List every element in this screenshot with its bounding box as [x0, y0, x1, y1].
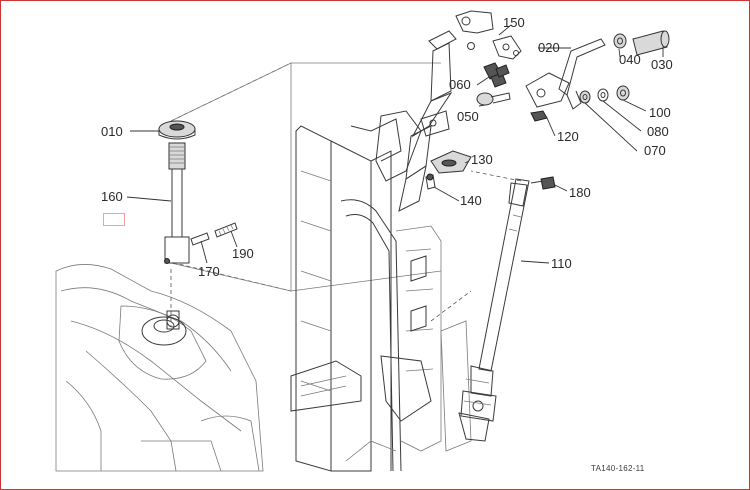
mounting-plate [170, 62, 442, 292]
part-labels: 010 020 030 040 050 060 070 080 100 110 … [101, 15, 673, 473]
part-130-plate [430, 150, 472, 174]
label-040: 040 [619, 52, 641, 67]
part-080-washer [597, 88, 609, 102]
part-160-shaft [164, 142, 190, 330]
part-040-nut [613, 33, 627, 49]
part-170-pin [190, 232, 210, 246]
steering-column [375, 10, 494, 212]
part-110-steering-shaft [458, 178, 530, 442]
steering-pedestal-frame [290, 118, 472, 472]
label-180: 180 [569, 185, 591, 200]
label-050: 050 [457, 109, 479, 124]
part-100-nut [616, 85, 630, 101]
label-030: 030 [651, 57, 673, 72]
part-010-bushing [158, 120, 196, 140]
label-110: 110 [551, 256, 572, 271]
selection-marker [103, 213, 125, 226]
part-020-lever [525, 38, 606, 110]
part-140-screw [425, 173, 436, 190]
label-120: 120 [557, 129, 579, 144]
part-070-washer [579, 90, 591, 104]
label-140: 140 [460, 193, 482, 208]
label-020: 020 [538, 40, 560, 55]
label-070: 070 [644, 143, 666, 158]
label-130: 130 [471, 152, 493, 167]
part-030-knob [632, 30, 670, 56]
part-050-bolt [476, 92, 511, 106]
label-190: 190 [232, 246, 254, 261]
part-150-bracket [492, 35, 522, 60]
label-100: 100 [649, 105, 671, 120]
label-160: 160 [101, 189, 123, 204]
label-080: 080 [647, 124, 669, 139]
label-170: 170 [198, 264, 220, 279]
transmission-housing [55, 264, 264, 472]
part-060-nuts [483, 62, 510, 88]
label-150: 150 [503, 15, 525, 30]
leader-lines [126, 24, 664, 264]
figure-code: TA140-162-11 [591, 464, 645, 473]
part-190-spring-pin [214, 222, 238, 238]
label-060: 060 [449, 77, 471, 92]
part-180-bolt [530, 176, 556, 190]
label-010: 010 [101, 124, 123, 139]
part-120-clip [530, 110, 548, 122]
